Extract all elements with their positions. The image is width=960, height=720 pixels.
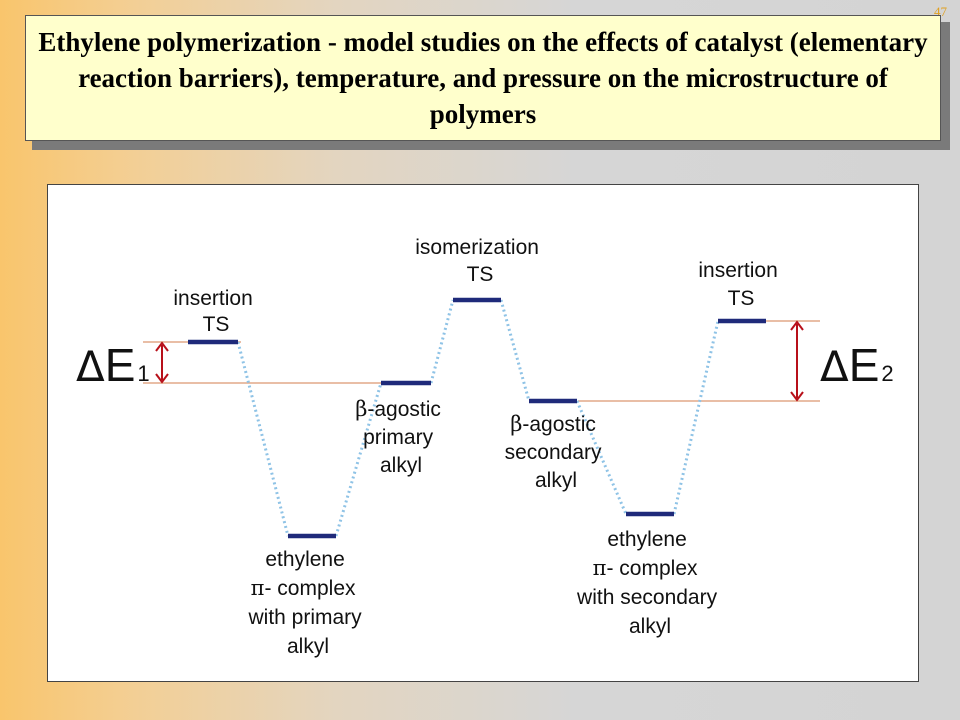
slide-title: Ethylene polymerization - model studies … [38, 27, 928, 129]
delta-e2-arrow [790, 320, 804, 402]
connector [499, 299, 531, 402]
delta-e1-letter: E [105, 339, 136, 391]
delta-e1-subscript: 1 [137, 361, 149, 386]
delta-e1-label: ΔE1 [76, 339, 150, 391]
connector [236, 341, 290, 537]
connector [429, 299, 455, 384]
energy-profile-diagram: ΔE1 ΔE2 insertion TS ethylene π- complex… [76, 236, 894, 658]
connectors [236, 299, 720, 537]
label-isomerization-ts: isomerization TS [415, 236, 545, 286]
delta-e2-subscript: 2 [881, 361, 893, 386]
connector [334, 382, 383, 537]
label-beta-agostic-primary: β-agostic primary alkyl [355, 397, 447, 477]
energy-levels [188, 297, 766, 539]
label-insertion-ts-1: insertion TS [173, 287, 258, 336]
title-box: Ethylene polymerization - model studies … [25, 15, 941, 141]
label-ethylene-complex-primary: ethylene π- complex with primary alkyl [247, 548, 367, 658]
delta-e2-symbol: Δ [820, 342, 849, 391]
delta-e1-symbol: Δ [76, 342, 105, 391]
label-ethylene-complex-secondary: ethylene π- complex with secondary alkyl [576, 528, 723, 638]
energy-diagram-panel: ΔE1 ΔE2 insertion TS ethylene π- complex… [47, 184, 919, 682]
delta-e2-label: ΔE2 [820, 339, 894, 391]
connector [672, 320, 720, 515]
delta-e2-letter: E [849, 339, 880, 391]
label-insertion-ts-2: insertion TS [698, 259, 783, 310]
delta-e1-arrow [155, 341, 169, 384]
label-beta-agostic-secondary: β-agostic secondary alkyl [505, 412, 608, 492]
connector [575, 400, 628, 515]
